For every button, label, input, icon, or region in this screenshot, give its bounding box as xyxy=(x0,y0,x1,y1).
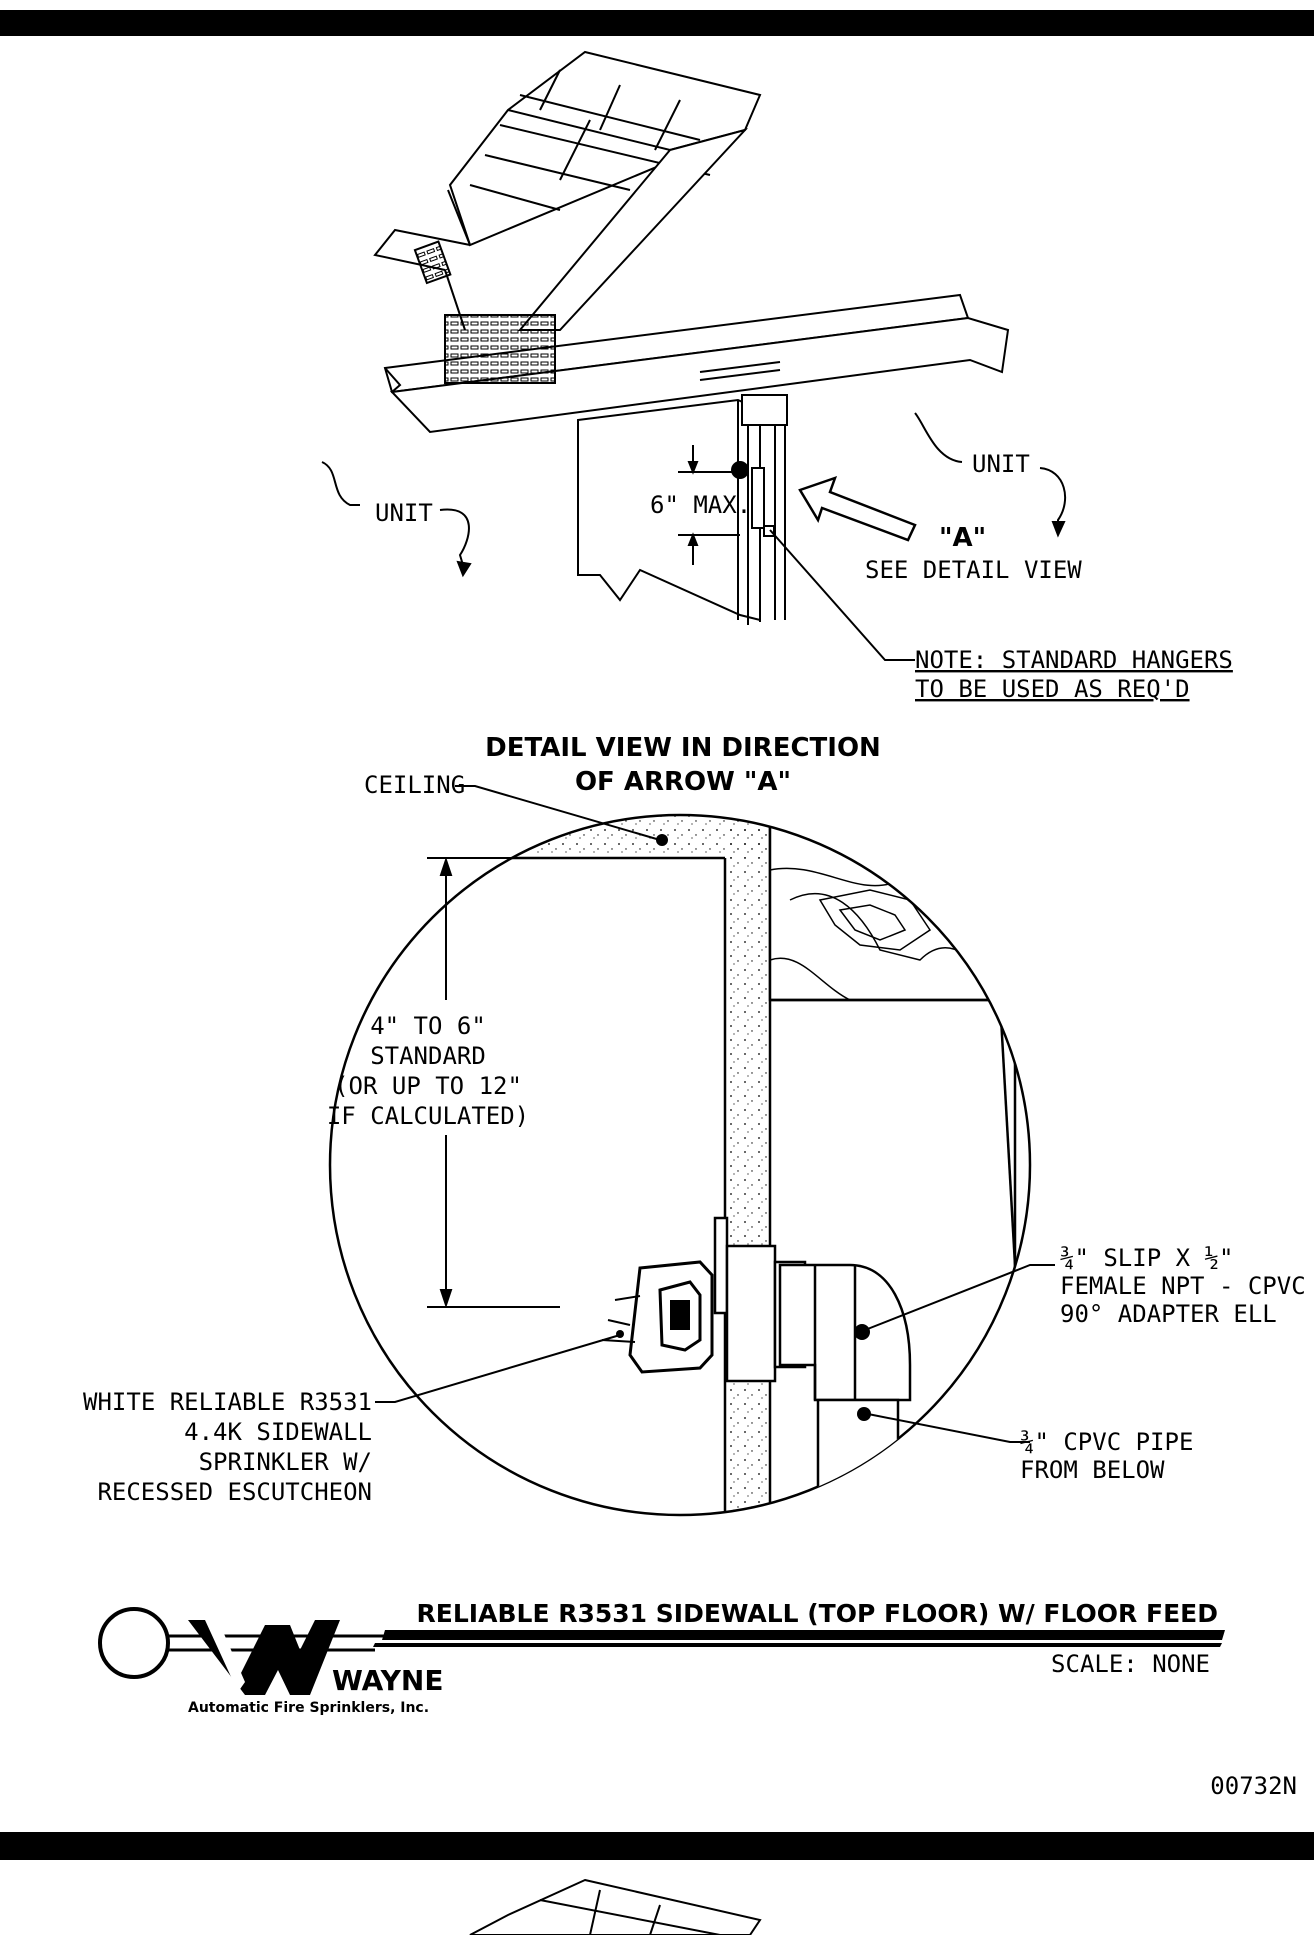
title-block: RELIABLE R3531 SIDEWALL (TOP FLOOR) W/ F… xyxy=(373,1599,1297,1800)
note-leader xyxy=(769,529,915,661)
ceiling-label: CEILING xyxy=(364,771,465,799)
company-name: Automatic Fire Sprinklers, Inc. xyxy=(188,1700,429,1716)
scale-label: SCALE: NONE xyxy=(1051,1650,1210,1678)
pipe-label-1: ¾" CPVC PIPE xyxy=(1020,1428,1193,1456)
dimension-line-2: STANDARD xyxy=(370,1042,486,1070)
logo-word: WAYNE xyxy=(332,1664,443,1697)
dimension-line-4: IF CALCULATED) xyxy=(327,1102,529,1130)
arrow-a-label: "A" xyxy=(939,523,986,553)
top-border-band xyxy=(0,10,1314,36)
adapter-ell xyxy=(778,1263,912,1402)
bottom-border-band xyxy=(0,1832,1314,1860)
adapter-label-3: 90° ADAPTER ELL xyxy=(1060,1300,1277,1328)
drawing-number: 00732N xyxy=(1210,1772,1297,1800)
detail-dimension xyxy=(427,856,560,1309)
isometric-view xyxy=(321,50,1067,661)
detail-title-line-1: DETAIL VIEW IN DIRECTION xyxy=(485,733,881,763)
dimension-line-3: (OR UP TO 12" xyxy=(334,1072,522,1100)
sprinkler-label-4: RECESSED ESCUTCHEON xyxy=(97,1478,372,1506)
unit-right-label: UNIT xyxy=(972,450,1030,478)
max-dimension-label: 6" MAX. xyxy=(650,491,751,519)
cpvc-pipe xyxy=(816,1398,900,1515)
drawing-title: RELIABLE R3531 SIDEWALL (TOP FLOOR) W/ F… xyxy=(417,1599,1218,1628)
unit-left-squiggle xyxy=(321,461,360,506)
note-line-2: TO BE USED AS REQ'D xyxy=(915,675,1190,703)
max-dimension-marks xyxy=(678,445,740,565)
see-detail-label: SEE DETAIL VIEW xyxy=(865,556,1082,584)
wayne-logo: WAYNE Automatic Fire Sprinklers, Inc. xyxy=(98,1607,443,1716)
floor-beam xyxy=(383,293,1010,434)
pipe-label-2: FROM BELOW xyxy=(1020,1456,1165,1484)
adapter-label-1: ¾" SLIP X ½" xyxy=(1060,1244,1233,1272)
dimension-line-1: 4" TO 6" xyxy=(370,1012,486,1040)
unit-left-label: UNIT xyxy=(375,499,433,527)
arrow-a xyxy=(798,475,917,542)
roof xyxy=(373,50,762,331)
unit-right-squiggle xyxy=(914,412,963,463)
ceiling-leader-dot xyxy=(656,834,668,846)
sprinkler-label-1: WHITE RELIABLE R3531 xyxy=(83,1388,372,1416)
detail-circle-view xyxy=(328,813,1032,1517)
next-sheet-roof xyxy=(469,1878,762,1935)
sprinkler-label-3: SPRINKLER W/ xyxy=(199,1448,372,1476)
note-line-1: NOTE: STANDARD HANGERS xyxy=(915,646,1233,674)
detail-title-line-2: OF ARROW "A" xyxy=(575,767,791,797)
wall-section xyxy=(577,394,788,625)
adapter-label-2: FEMALE NPT - CPVC xyxy=(1060,1272,1306,1300)
sprinkler-label-2: 4.4K SIDEWALL xyxy=(184,1418,372,1446)
detail-leaders xyxy=(375,785,1055,1443)
